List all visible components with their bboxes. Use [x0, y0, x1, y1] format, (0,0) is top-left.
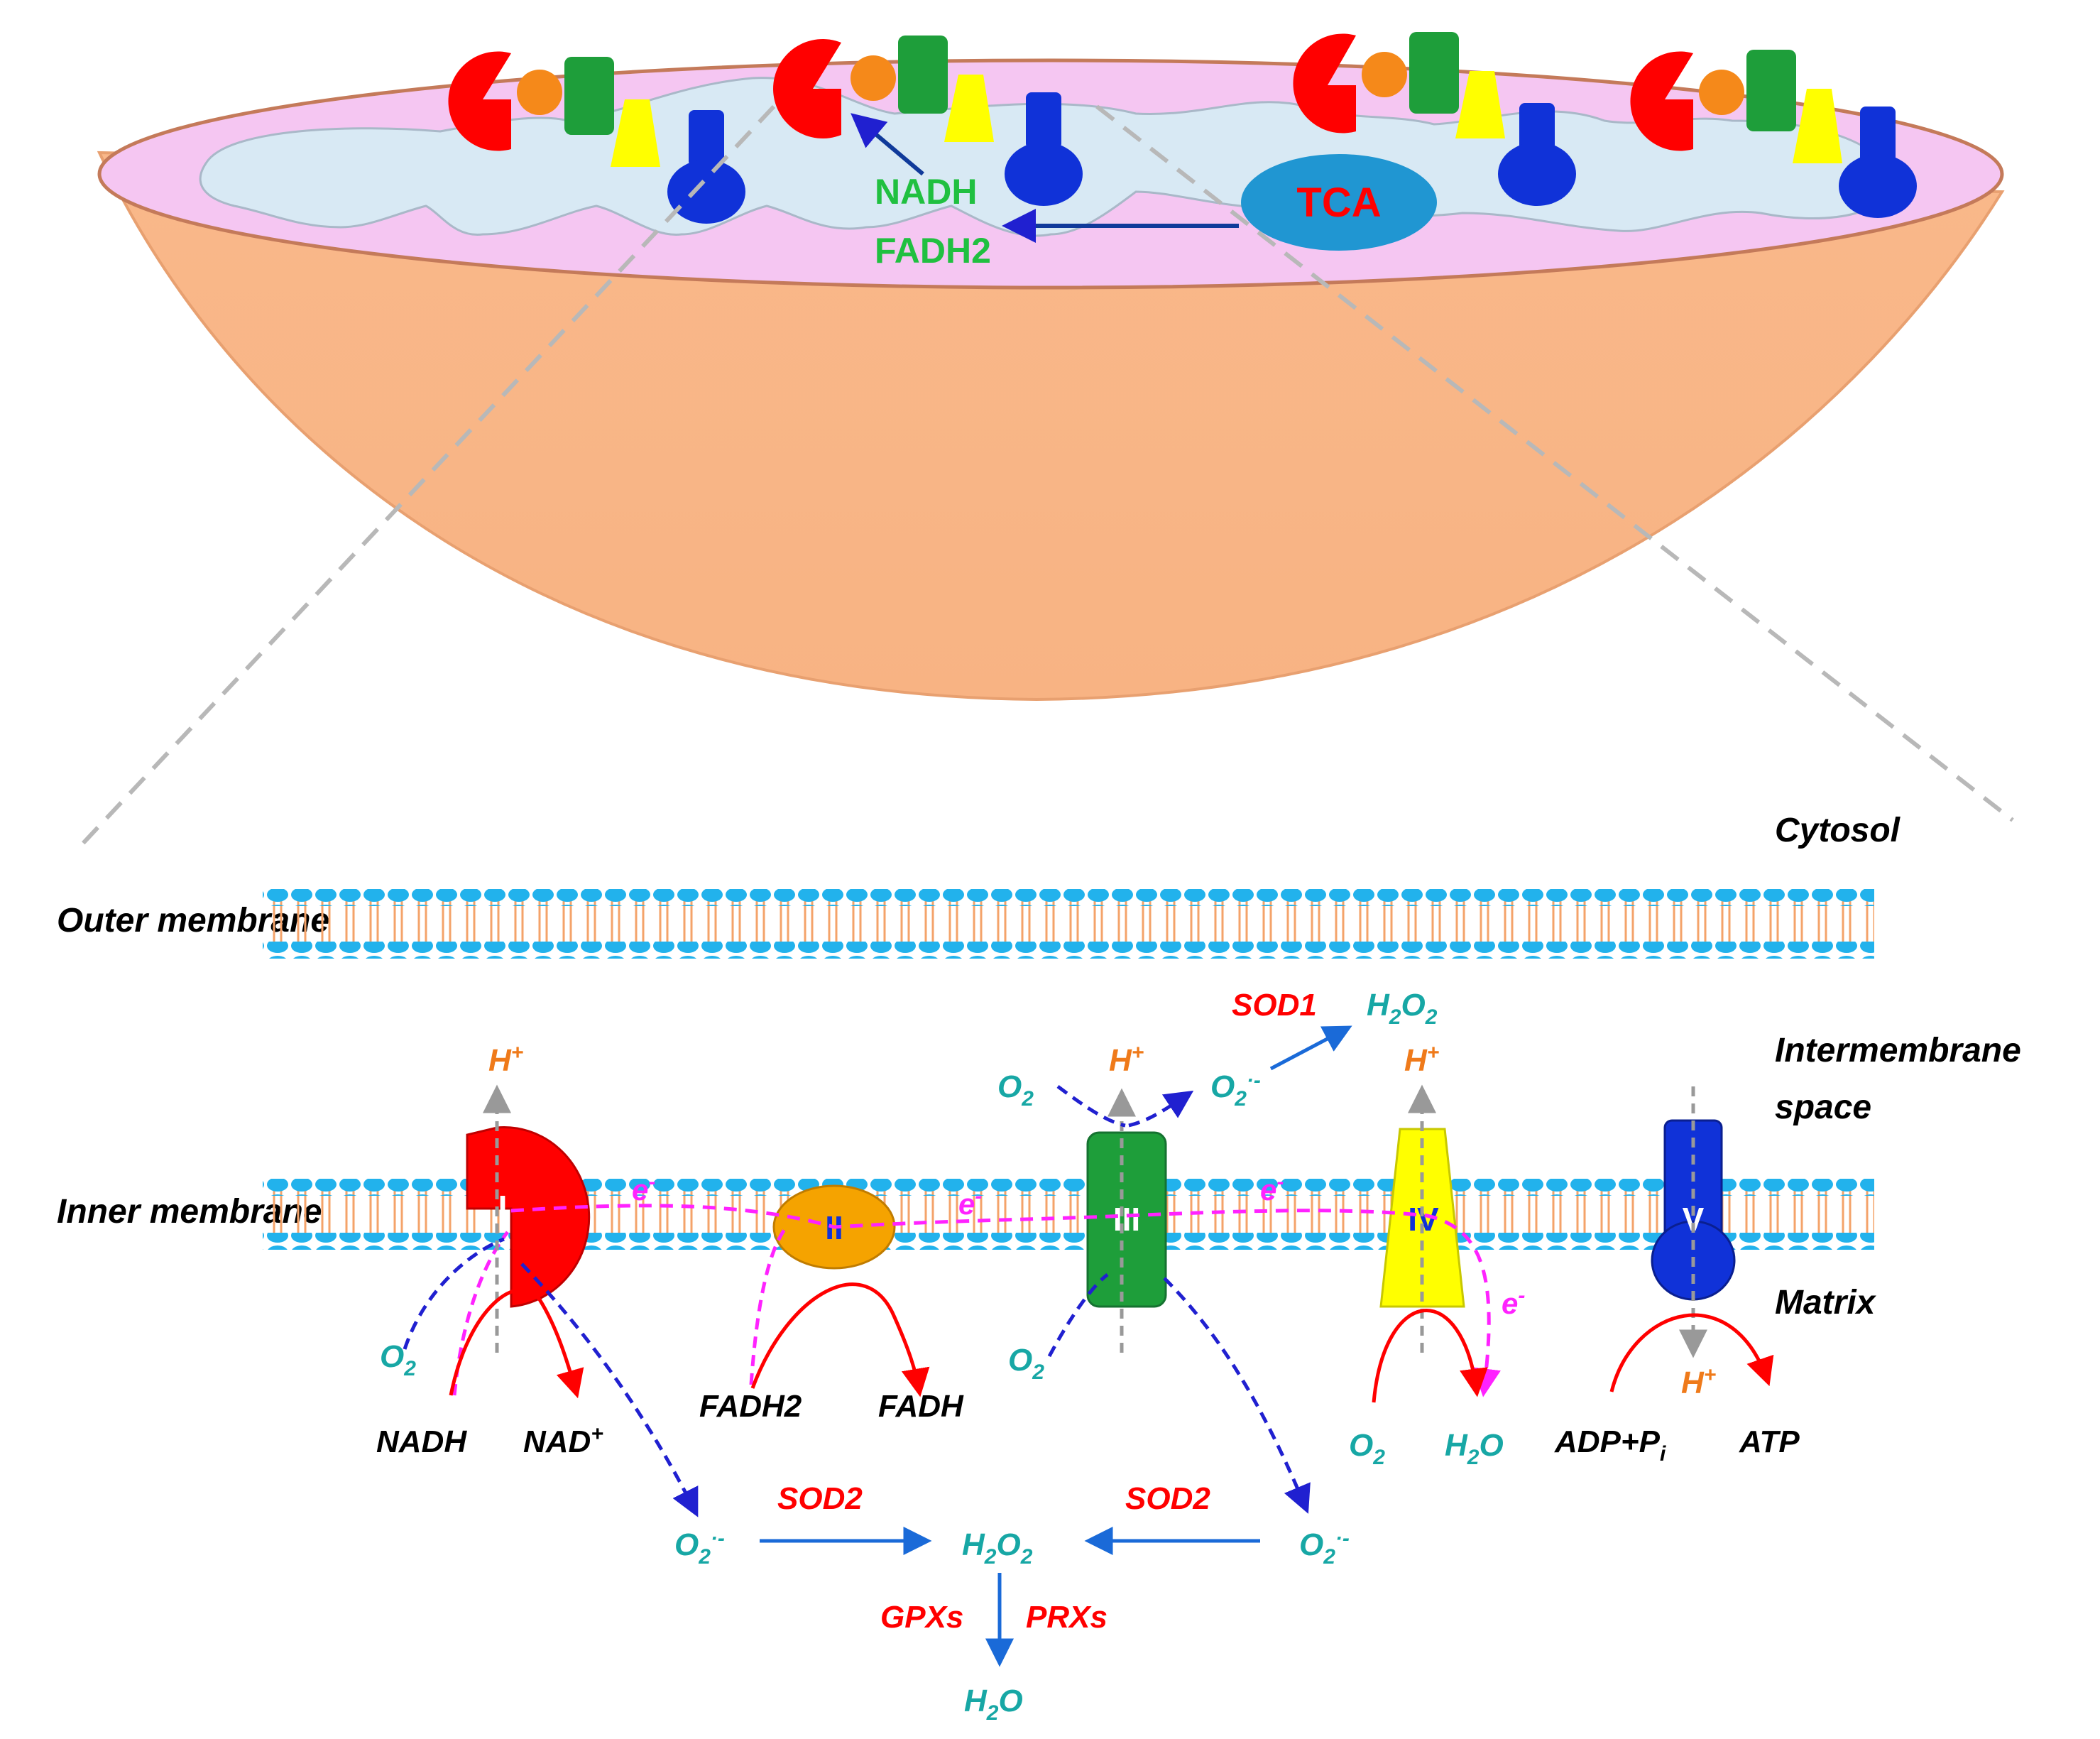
complex-III-label: III	[1113, 1201, 1140, 1238]
superoxide-matrix-left: O2·-	[674, 1527, 725, 1569]
peroxide-matrix: H2O2	[962, 1527, 1033, 1569]
cristae-complexes-4	[1630, 50, 1917, 218]
fadh2-electron-path	[749, 1223, 789, 1385]
oxygen-complex-I: O2	[380, 1339, 416, 1380]
fadh-product: FADH	[878, 1389, 964, 1424]
superoxide-matrix-right: O2·-	[1299, 1527, 1350, 1569]
oxygen-complex-III-matrix: O2	[1008, 1343, 1044, 1384]
oxygen-complex-III-ims: O2	[997, 1069, 1034, 1111]
cristae-complexes-1	[448, 51, 745, 224]
electron-label-3: e-	[1260, 1170, 1284, 1206]
complex-I-label: I	[498, 1189, 508, 1226]
oxygen-complex-IV: O2	[1349, 1428, 1385, 1469]
nadh-to-complex-arrow	[851, 113, 924, 176]
intermembrane-space-label: space	[1775, 1089, 1871, 1126]
complex-IV: IV	[1379, 1128, 1465, 1308]
complex-III-o2-leak-matrix	[1047, 1273, 1109, 1358]
proton-IV: H+	[1404, 1041, 1439, 1078]
fadh2-substrate: FADH2	[699, 1389, 802, 1424]
nadh-label: NADH	[875, 172, 977, 212]
gpxs-label: GPXs	[880, 1600, 963, 1635]
tca-cycle	[1241, 154, 1437, 251]
atp-product: ATP	[1739, 1424, 1800, 1459]
sod2-right-label: SOD2	[1125, 1481, 1210, 1516]
complex-I: I	[466, 1126, 591, 1308]
water-complex-IV: H2O	[1445, 1428, 1504, 1469]
cristae-complexes-2	[773, 36, 1083, 206]
cytosol-label: Cytosol	[1775, 812, 1901, 849]
peroxide-ims: H2O2	[1367, 988, 1438, 1029]
nadh-substrate: NADH	[376, 1424, 467, 1459]
atp-synthesis-arrow	[1609, 1313, 1774, 1392]
sod2-left-label: SOD2	[777, 1481, 863, 1516]
adp-pi-substrate: ADP+Pi	[1554, 1424, 1666, 1466]
proton-V: H+	[1681, 1363, 1716, 1400]
intermembrane-label: Intermembrane	[1775, 1032, 2021, 1069]
nadh-reaction-arrow	[449, 1288, 584, 1399]
water-detox: H2O	[964, 1684, 1023, 1725]
complex-III-superoxide-matrix-arrow	[1163, 1277, 1311, 1514]
complex-III-o2-leak-ims	[1056, 1084, 1126, 1128]
proton-I: H+	[488, 1041, 523, 1078]
nad-plus-product: NAD+	[523, 1422, 603, 1459]
sod1-arrow	[1269, 1025, 1352, 1071]
electron-transfer-path	[510, 1204, 1501, 1397]
superoxide-ims: O2·-	[1210, 1069, 1261, 1111]
fadh2-reaction-arrow	[750, 1282, 930, 1397]
fadh2-label: FADH2	[875, 231, 991, 271]
prxs-label: PRXs	[1026, 1600, 1108, 1635]
electron-label-4: e-	[1502, 1284, 1525, 1320]
complex-III-superoxide-ims-arrow	[1128, 1090, 1194, 1128]
matrix-label: Matrix	[1775, 1284, 1877, 1321]
outer-membrane	[263, 889, 1874, 959]
electron-label-2: e-	[958, 1184, 982, 1221]
electron-label-1: e-	[632, 1170, 655, 1206]
mitochondrion: TCA NADH FADH2	[97, 32, 2005, 702]
nadh-electron-path	[452, 1231, 509, 1396]
tca-label: TCA	[1296, 180, 1381, 226]
mitochondrion-body	[97, 151, 2005, 702]
complex-III: III	[1086, 1131, 1167, 1308]
complex-I-superoxide-arrow	[520, 1263, 699, 1517]
proton-III: H+	[1109, 1041, 1144, 1078]
o2-water-reaction-arrow	[1372, 1308, 1488, 1403]
complex-I-o2-leak	[403, 1237, 505, 1350]
cristae-complexes-3	[1293, 32, 1576, 206]
sod1-label: SOD1	[1232, 988, 1317, 1023]
zoom-line-right	[1095, 104, 2014, 822]
